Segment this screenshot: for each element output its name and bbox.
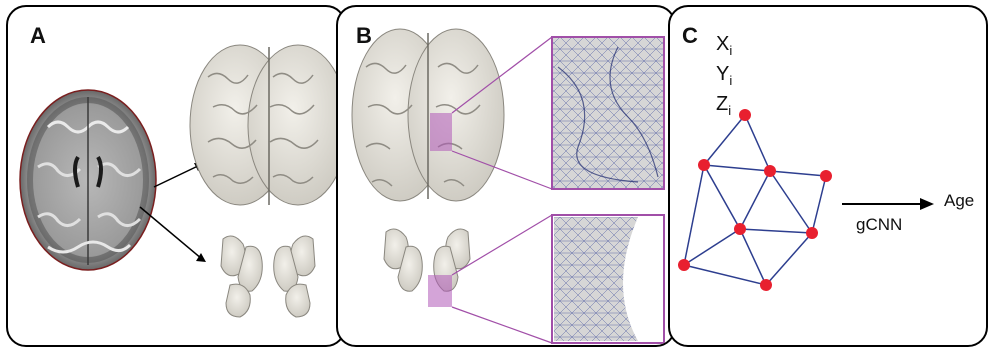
graph-node xyxy=(678,259,690,271)
graph-node xyxy=(760,279,772,291)
mesh-graph xyxy=(670,7,988,347)
panel-a-graphics xyxy=(8,7,346,347)
model-label: gCNN xyxy=(856,215,902,235)
arrow-to-subcortex xyxy=(140,207,206,262)
mesh-zoom-subcortex xyxy=(552,215,664,343)
output-label: Age xyxy=(944,191,974,211)
graph-node xyxy=(820,170,832,182)
mri-slice xyxy=(20,90,156,270)
graph-edges xyxy=(684,115,826,285)
cortex-highlight-region xyxy=(430,113,452,151)
graph-node xyxy=(734,223,746,235)
subcortical-structures xyxy=(221,236,315,317)
cortical-surface xyxy=(352,29,504,201)
subcortex-highlight-region xyxy=(428,275,452,307)
graph-node xyxy=(698,159,710,171)
panel-b: B xyxy=(336,5,676,347)
panel-a: A xyxy=(6,5,346,347)
panel-c: C Xi Yi Zi xyxy=(668,5,988,347)
mesh-zoom-cortex xyxy=(552,37,664,189)
output-arrow xyxy=(842,198,934,210)
graph-node xyxy=(764,165,776,177)
subcortical-structures xyxy=(384,229,470,291)
graph-node xyxy=(739,109,751,121)
arrow-to-cortex xyxy=(154,163,204,187)
graph-node xyxy=(806,227,818,239)
panel-b-graphics xyxy=(338,7,676,347)
cortical-surface xyxy=(190,45,346,205)
